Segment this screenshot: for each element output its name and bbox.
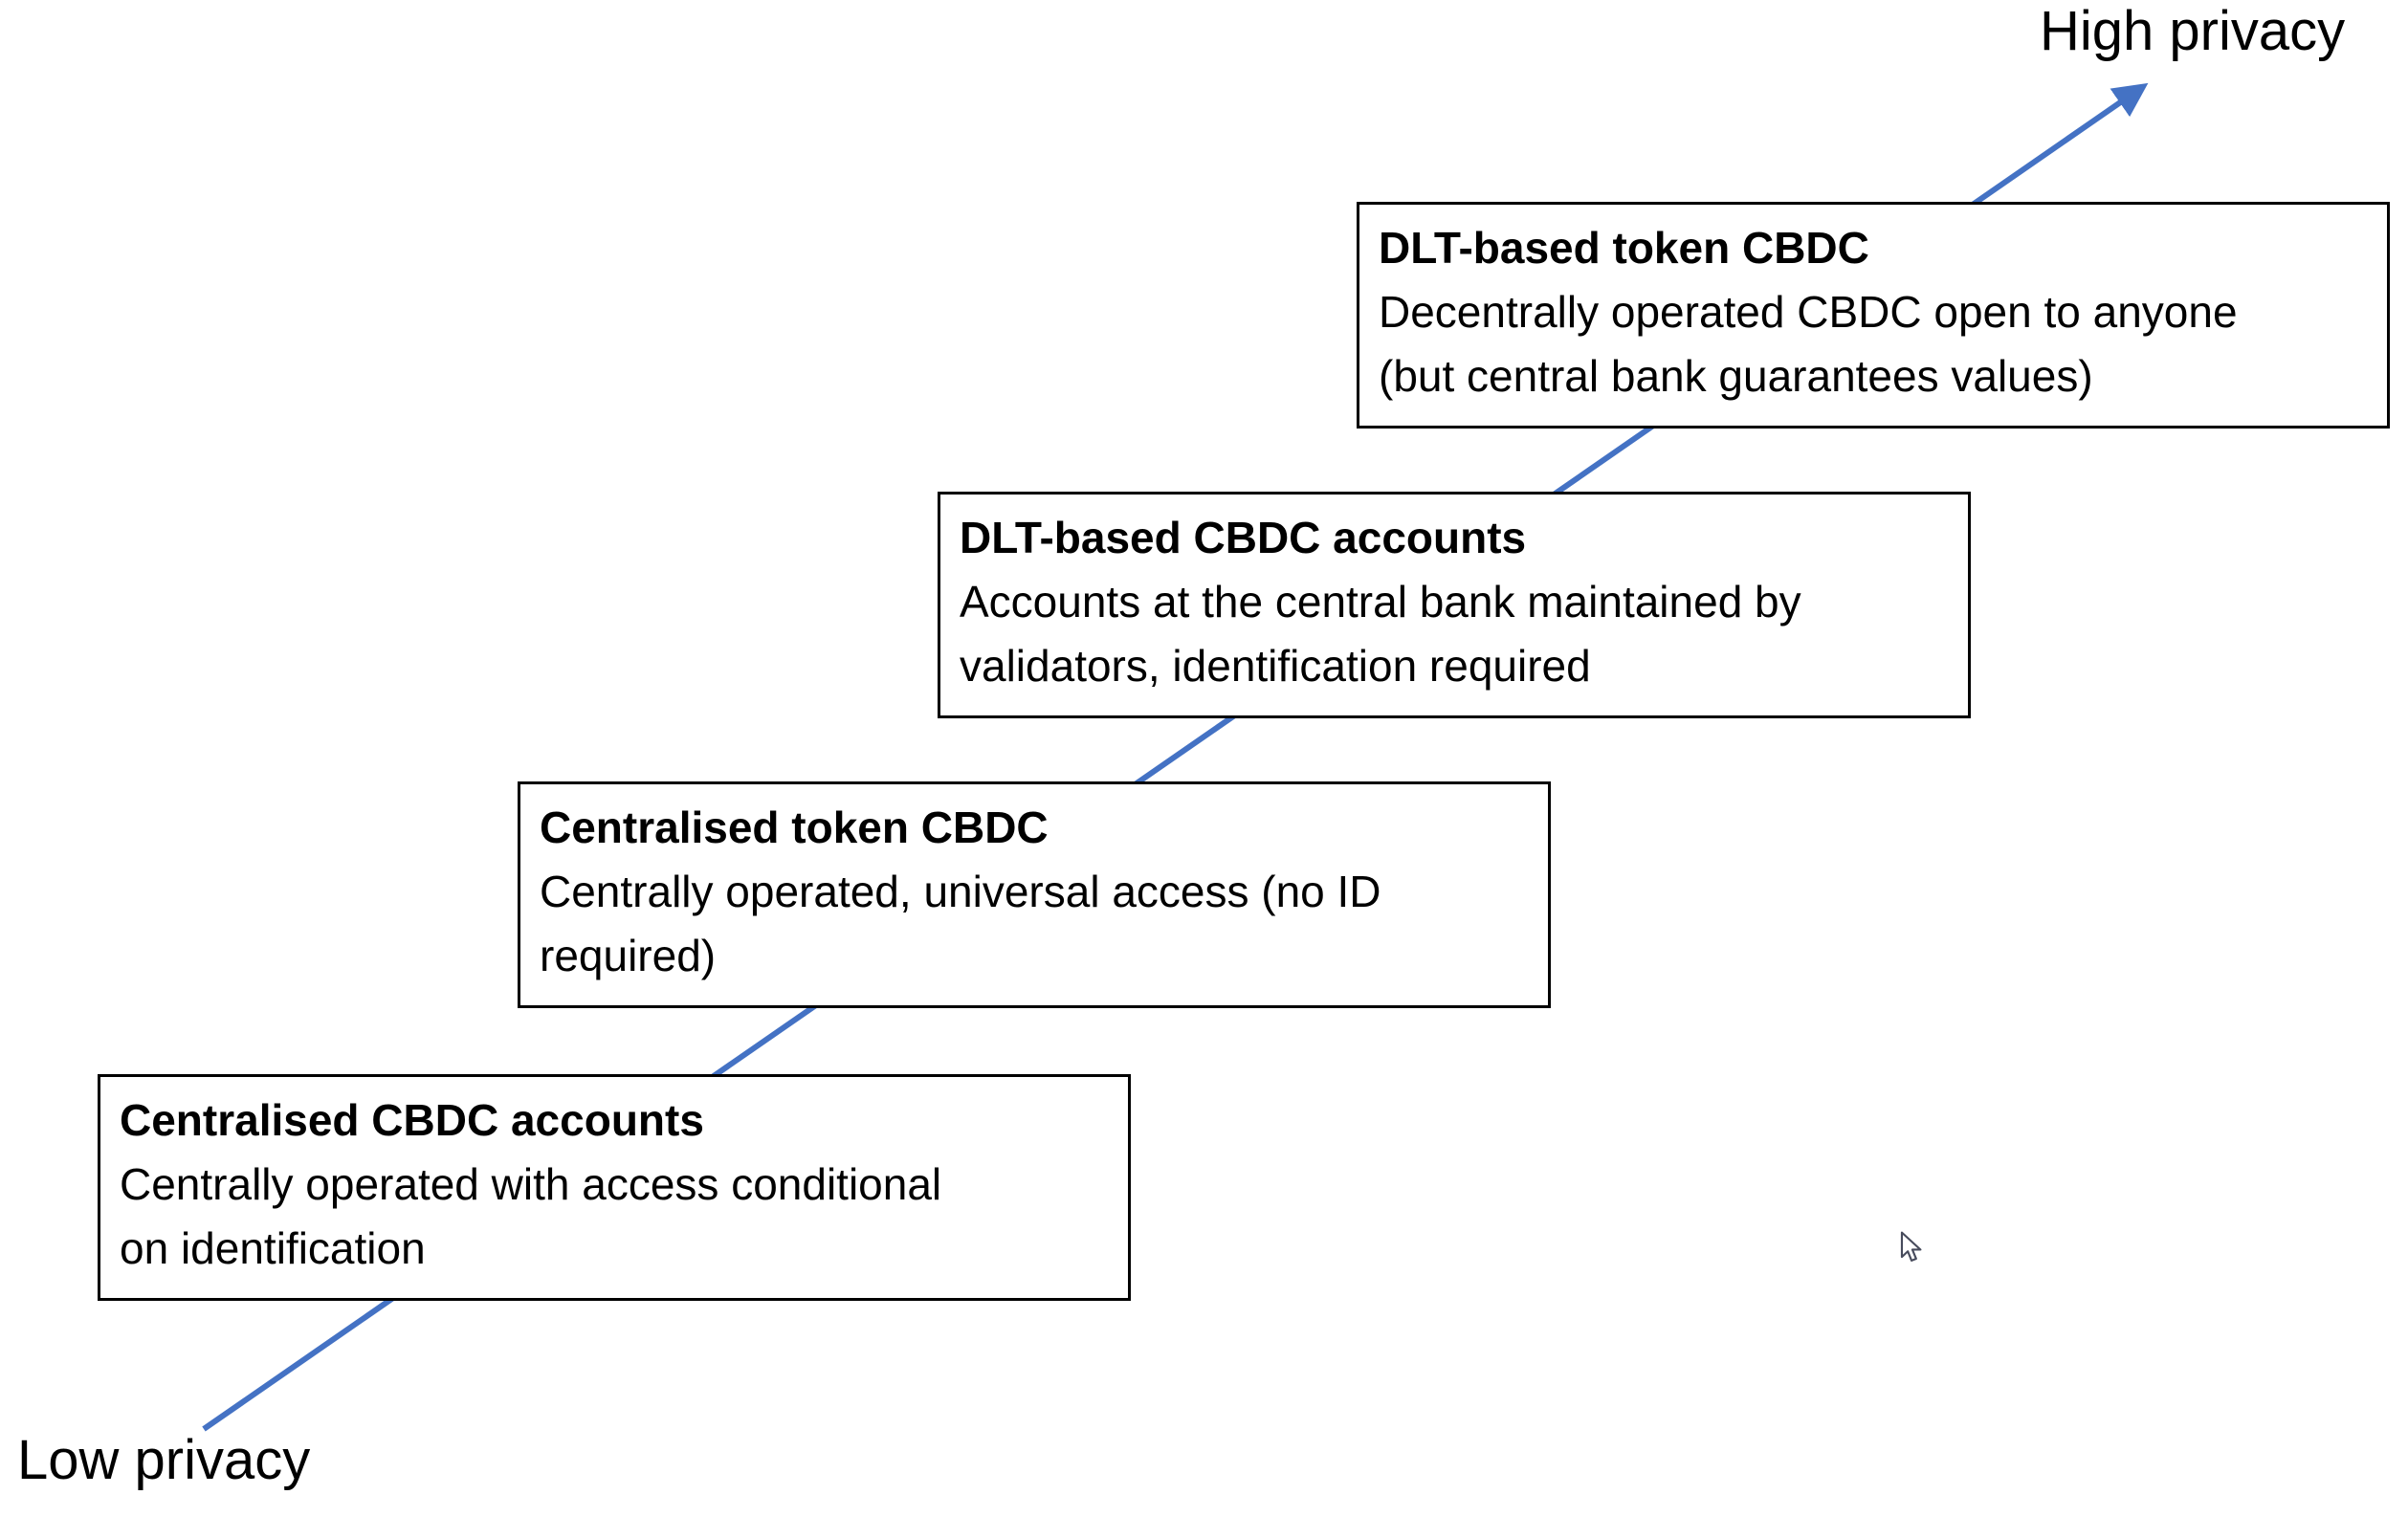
box-description: Centrally operated with access condition… [120, 1159, 942, 1273]
box-title: DLT-based token CBDC [1379, 223, 1869, 273]
box-dlt-based-cbdc-accounts: DLT-based CBDC accounts Accounts at the … [938, 492, 1971, 718]
mouse-cursor-icon [1900, 1231, 1922, 1262]
box-dlt-based-token-cbdc: DLT-based token CBDC Decentrally operate… [1357, 202, 2390, 429]
box-title: Centralised CBDC accounts [120, 1095, 704, 1145]
box-description: Decentrally operated CBDC open to anyone… [1379, 287, 2238, 401]
box-description: Accounts at the central bank maintained … [960, 577, 1801, 691]
box-title: Centralised token CBDC [540, 802, 1049, 852]
box-description: Centrally operated, universal access (no… [540, 867, 1381, 980]
box-title: DLT-based CBDC accounts [960, 513, 1527, 562]
box-centralised-token-cbdc: Centralised token CBDC Centrally operate… [518, 781, 1551, 1008]
low-privacy-label: Low privacy [17, 1429, 311, 1491]
box-centralised-cbdc-accounts: Centralised CBDC accounts Centrally oper… [98, 1074, 1131, 1301]
high-privacy-label: High privacy [2040, 0, 2346, 62]
